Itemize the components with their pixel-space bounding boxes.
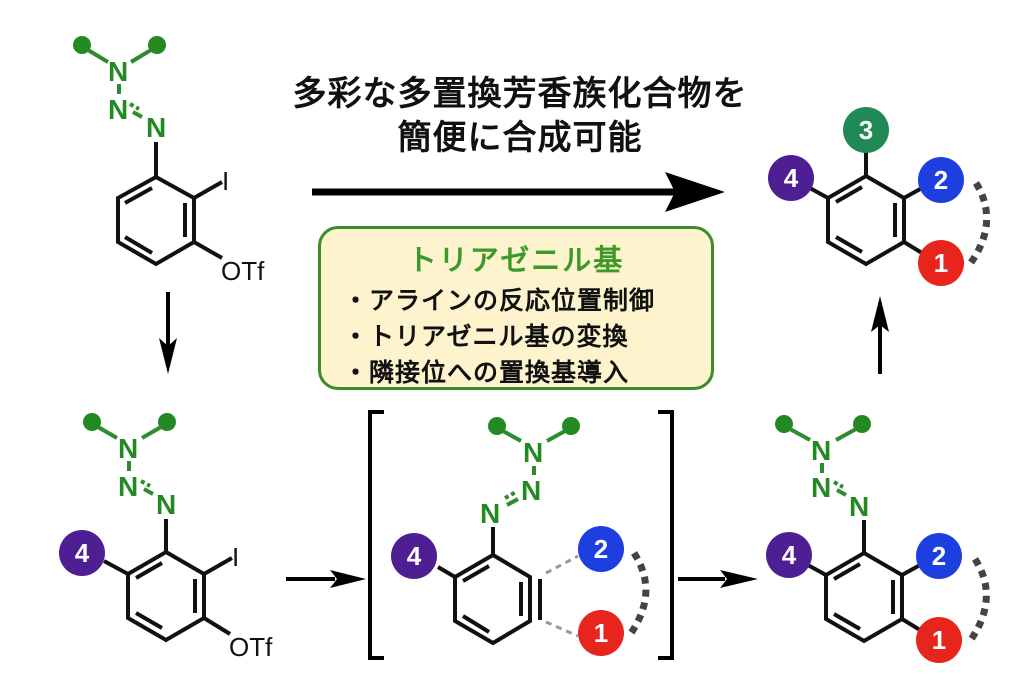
- atom-n2: N: [811, 472, 831, 503]
- substituent-4-badge: 4: [766, 532, 812, 578]
- info-item-aryne-regiocontrol: ・アラインの反応位置制御: [343, 286, 656, 315]
- svg-text:1: 1: [934, 248, 948, 278]
- svg-text:2: 2: [934, 165, 948, 195]
- substituent-4-badge: 4: [59, 530, 105, 576]
- substituent-4-badge: 4: [768, 155, 814, 201]
- atom-n1: N: [108, 56, 128, 87]
- substituent-2-badge: 2: [918, 157, 964, 203]
- arrow-from-aryne-head: [720, 570, 758, 588]
- substituent-2-badge: 2: [916, 533, 962, 579]
- info-item-adjacent-substitution: ・隣接位への置換基導入: [343, 358, 630, 387]
- triazenyl-info-box: トリアゼニル基 ・アラインの反応位置制御 ・トリアゼニル基の変換 ・隣接位への置…: [318, 226, 714, 390]
- atom-n3: N: [156, 489, 176, 520]
- substituent-4-badge: 4: [391, 533, 437, 579]
- substituent-1-badge: 1: [918, 240, 964, 286]
- molecule-starting-material: N N N I OTf: [73, 36, 265, 286]
- substituent-2-badge: 2: [578, 526, 624, 572]
- atom-n3: N: [849, 491, 869, 522]
- svg-text:1: 1: [594, 618, 608, 648]
- svg-text:1: 1: [932, 625, 946, 655]
- substituent-3-badge: 3: [843, 107, 889, 153]
- headline-line-2: 簡便に合成可能: [397, 118, 643, 158]
- molecule-aryne-intermediate: N N N 4 2 1: [391, 417, 650, 656]
- methyl-dot-left: [73, 36, 91, 54]
- atom-otf: OTf: [221, 256, 265, 286]
- atom-n1: N: [118, 433, 138, 464]
- arrow-up-head: [871, 296, 889, 332]
- methyl-dot-right: [148, 36, 166, 54]
- bracket-left: [368, 410, 384, 660]
- molecule-trisubstituted-triazene: N N N 4 2 1: [766, 415, 990, 663]
- info-box-title: トリアゼニル基: [407, 243, 625, 277]
- atom-n2: N: [521, 475, 541, 506]
- atom-iodine: I: [222, 166, 229, 196]
- bracket-right: [658, 410, 674, 660]
- arrow-overall-head: [665, 172, 725, 212]
- info-item-triazenyl-conversion: ・トリアゼニル基の変換: [343, 322, 629, 351]
- svg-text:4: 4: [407, 541, 422, 571]
- svg-text:3: 3: [859, 115, 873, 145]
- atom-n3: N: [146, 112, 166, 143]
- svg-text:4: 4: [784, 163, 799, 193]
- arrow-to-aryne-head: [330, 570, 366, 588]
- forming-bond-2: [545, 554, 579, 575]
- svg-text:4: 4: [782, 540, 797, 570]
- substituent-1-badge: 1: [916, 617, 962, 663]
- atom-n1: N: [523, 437, 543, 468]
- atom-otf: OTf: [229, 632, 273, 662]
- atom-iodine: I: [232, 542, 239, 572]
- substituent-1-badge: 1: [578, 610, 624, 656]
- headline-line-1: 多彩な多置換芳香族化合物を: [292, 74, 748, 114]
- atom-n2: N: [118, 471, 138, 502]
- molecule-substituted-precursor: N N N I OTf 4: [59, 413, 273, 662]
- atom-n2: N: [108, 94, 128, 125]
- forming-bond-1: [545, 620, 579, 638]
- benzene-ring: [116, 174, 196, 267]
- atom-n3: N: [480, 498, 500, 529]
- molecule-final-product: 3 4 2 1: [768, 107, 991, 286]
- svg-text:2: 2: [932, 541, 946, 571]
- svg-text:4: 4: [75, 538, 90, 568]
- atom-n1: N: [811, 435, 831, 466]
- svg-text:2: 2: [594, 534, 608, 564]
- ring-fusion-dotted-arc: [967, 181, 991, 267]
- arrow-down-head: [159, 338, 177, 374]
